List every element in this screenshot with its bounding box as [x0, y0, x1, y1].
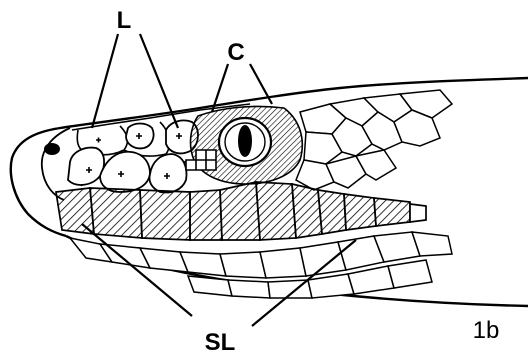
figure-number: 1b: [473, 317, 500, 344]
temporal-scales: [296, 90, 452, 190]
loreal-scales: [68, 120, 198, 192]
label-supralabial: SL: [205, 329, 236, 356]
nostril: [44, 143, 60, 155]
infralabial-scales: [70, 232, 452, 298]
label-circumorbital: C: [227, 39, 244, 66]
supralabial-scales: [56, 182, 426, 240]
label-loreal: L: [117, 7, 132, 34]
leader-L-1: [92, 34, 118, 128]
snout-inner-line: [42, 128, 70, 200]
eye: [219, 118, 271, 166]
pupil: [238, 125, 252, 157]
